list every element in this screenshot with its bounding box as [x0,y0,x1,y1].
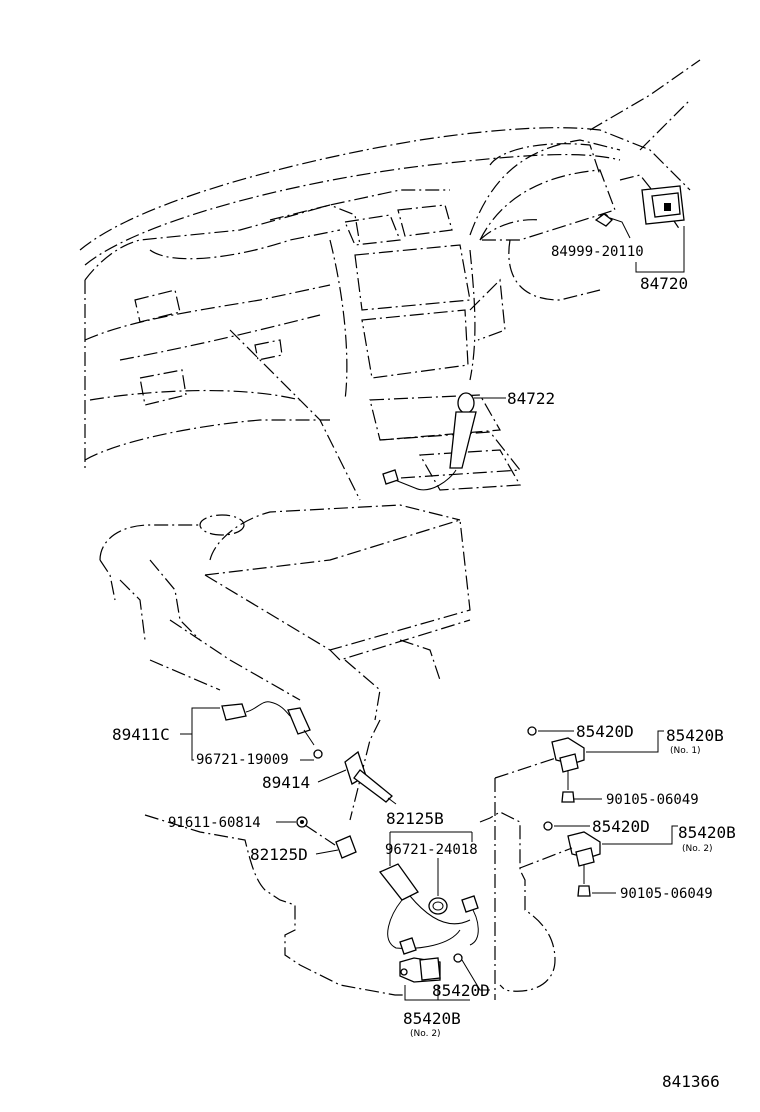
sensor-89414-part [344,750,397,805]
label-91611-60814: 91611-60814 [168,815,261,831]
shift-lever-84722-part [382,392,477,491]
label-85420B-no2-bottom: 85420B [403,1009,461,1028]
label-89414: 89414 [262,773,310,792]
label-82125D: 82125D [250,845,308,864]
leader-lines-top [474,217,685,399]
knock-sensor-bottom-part [399,957,441,983]
dashboard-illustration [79,59,701,501]
engine-illustration [99,504,471,821]
engine-block-outline [144,757,573,1000]
diagram-reference-number: 841366 [662,1072,720,1091]
bracket-85420B-no2-part [543,821,601,897]
label-no2-right: (No. 2) [682,844,713,854]
label-85420B-no1: 85420B [666,726,724,745]
bracket-85420B-no1-part [527,726,585,803]
bolt-82125D-part [296,816,357,859]
label-90105-06049-top: 90105-06049 [606,792,699,808]
label-85420B-no2-right: 85420B [678,823,736,842]
label-96721-19009: 96721-19009 [196,752,289,768]
label-82125B: 82125B [386,809,444,828]
label-85420D-mid: 85420D [592,817,650,836]
label-84722: 84722 [507,389,555,408]
label-85420D-bottom: 85420D [432,981,490,1000]
label-96721-24018: 96721-24018 [385,842,478,858]
label-84999-20110: 84999-20110 [551,244,644,260]
leader-lines-bottom [180,707,678,1001]
sensor-89411C-part [221,701,323,759]
label-84720: 84720 [640,274,688,293]
harness-82125B-part [378,863,479,963]
bracket-84720-part [594,185,685,227]
label-90105-06049-bottom: 90105-06049 [620,886,713,902]
label-85420D-top: 85420D [576,722,634,741]
label-no1: (No. 1) [670,746,701,756]
label-89411C: 89411C [112,725,170,744]
label-no2-bottom: (No. 2) [410,1029,441,1039]
